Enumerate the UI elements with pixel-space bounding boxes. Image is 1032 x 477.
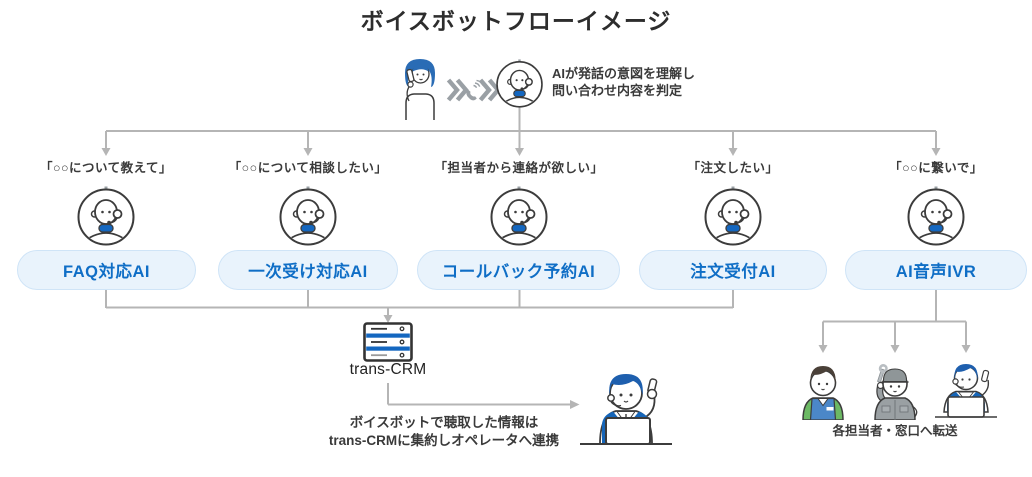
store-clerk-icon: [800, 356, 846, 420]
bot-pill-faq: FAQ対応AI: [17, 250, 196, 290]
sound-waves-icon: [446, 77, 500, 103]
intro-caption: AIが発話の意図を理解し 問い合わせ内容を判定: [552, 65, 695, 99]
intro-caption-line2: 問い合わせ内容を判定: [552, 83, 683, 98]
crm-caption: ボイスボットで聴取した情報は trans-CRMに集約しオペレータへ連携: [244, 414, 644, 450]
bot-avatar-icon: [278, 186, 338, 246]
utterance-label-connect: 「○○に繋いで」: [889, 161, 983, 175]
utterance-label-order: 「注文したい」: [687, 161, 779, 175]
operator-at-laptop-icon: [934, 354, 998, 420]
bot-avatar-icon: [76, 186, 136, 246]
crm-caption-line2: trans-CRMに集約しオペレータへ連携: [328, 433, 560, 448]
utterance-label-faq: 「○○について教えて」: [39, 161, 173, 175]
bot-avatar-icon: [906, 186, 966, 246]
bot-avatar-icon: [489, 186, 549, 246]
transfer-caption: 各担当者・窓口へ転送: [832, 424, 958, 438]
field-worker-icon: [868, 356, 922, 420]
server-icon: [363, 322, 413, 362]
utterance-label-callback: 「担当者から連絡が欲しい」: [434, 161, 604, 175]
crm-caption-line1: ボイスボットで聴取した情報は: [349, 415, 539, 430]
bot-avatar-icon: [703, 186, 763, 246]
bot-pill-order: 注文受付AI: [639, 250, 827, 290]
bot-pill-ivr: AI音声IVR: [845, 250, 1027, 290]
page-title: ボイスボットフローイメージ: [360, 8, 672, 34]
bot-pill-callback: コールバック予約AI: [417, 250, 620, 290]
utterance-label-consult: 「○○について相談したい」: [228, 161, 388, 175]
crm-label: trans-CRM: [349, 361, 427, 378]
bot-pill-consult: 一次受け対応AI: [218, 250, 398, 290]
intro-caption-line1: AIが発話の意図を理解し: [552, 66, 696, 81]
person-on-phone-icon: [397, 56, 443, 120]
ai-operator-icon: [495, 59, 544, 108]
